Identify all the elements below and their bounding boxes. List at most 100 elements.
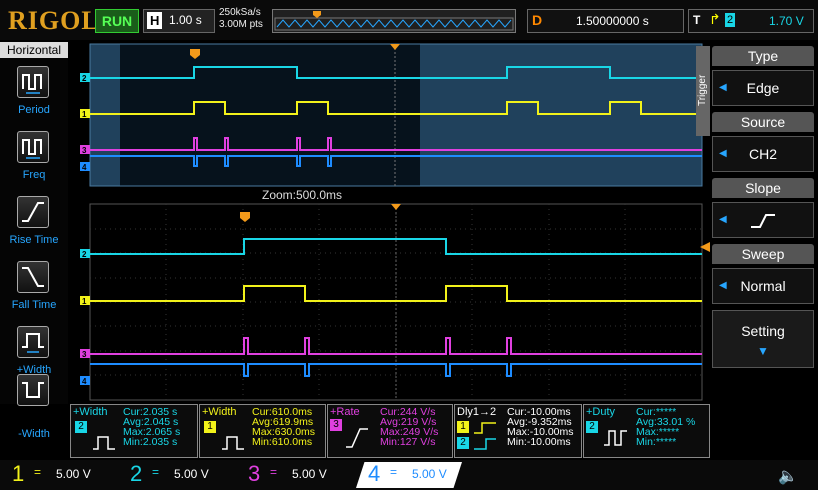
channel-3-status[interactable]: 3 = 5.00 V (248, 461, 348, 488)
memory-depth: 3.00M pts (219, 19, 263, 30)
svg-text:1: 1 (82, 110, 87, 119)
rise-time-label: Rise Time (9, 234, 59, 246)
acquisition-info: 250kSa/s 3.00M pts (219, 7, 263, 31)
measurement-current: Cur:2.035 s (123, 406, 178, 418)
memory-overview-strip[interactable] (272, 9, 516, 33)
trigger-source-button[interactable]: ◀ CH2 (712, 136, 814, 172)
trigger-menu-tab[interactable]: Trigger (696, 46, 710, 136)
dc-coupling-icon: = (270, 465, 278, 479)
rising-edge-icon: ↱ (709, 11, 721, 27)
channel-2-status[interactable]: 2 = 5.00 V (130, 461, 230, 488)
rigol-logo: RIGOL (8, 6, 100, 35)
svg-text:2: 2 (82, 250, 87, 259)
trigger-sweep-value: Normal (740, 278, 786, 294)
period-icon (17, 66, 49, 98)
timebase-value: 1.00 s (169, 13, 202, 27)
channel-4-status[interactable]: 4 = 5.00 V (356, 462, 462, 488)
slope-title: Slope (712, 178, 814, 198)
negative-width-label: -Width (18, 428, 50, 440)
channel-badge: 1 (457, 421, 469, 433)
frequency-icon (17, 131, 49, 163)
channel-badge: 3 (330, 419, 342, 431)
trigger-level-marker (700, 242, 710, 252)
svg-text:3: 3 (82, 350, 87, 359)
measurement-current: Cur:***** (636, 406, 677, 418)
left-arrow-icon: ◀ (719, 82, 727, 93)
trigger-source-value: CH2 (748, 146, 777, 162)
trigger-sweep-button[interactable]: ◀ Normal (712, 268, 814, 304)
measurement-average: Avg:619.9ms (252, 416, 314, 428)
measure-positive-width-button[interactable]: +Width (0, 320, 68, 384)
measurement-name: +Width (73, 406, 108, 418)
channel-number: 3 (248, 461, 261, 486)
measurement-ch1-positive-width[interactable]: +Width 1 Cur:610.0ms Avg:619.9ms Max:630… (199, 404, 326, 458)
svg-text:2: 2 (82, 74, 87, 83)
zoom-ch2-trace (90, 238, 702, 255)
rise-rate-icon (346, 428, 368, 448)
period-label: Period (18, 104, 50, 116)
measurement-name: +Rate (330, 406, 360, 418)
dc-coupling-icon: = (390, 465, 398, 479)
measurement-average: Avg:-9.352ms (507, 416, 572, 428)
trigger-slope-button[interactable]: ◀ (712, 202, 814, 238)
channel-number: 4 (368, 461, 381, 486)
delay-value: 1.50000000 s (576, 14, 649, 28)
measurement-min: Min:127 V/s (380, 436, 436, 448)
measurement-current: Cur:-10.00ms (507, 406, 571, 418)
measurement-delay-1-2[interactable]: Dly1→2 1 2 Cur:-10.00ms Avg:-9.352ms Max… (454, 404, 582, 458)
zoom-trigger-position-marker (391, 204, 401, 210)
measurement-name: +Duty (586, 406, 616, 418)
trigger-status[interactable]: T ↱ 2 1.70 V (688, 9, 814, 33)
trigger-type-value: Edge (746, 80, 780, 96)
zoom-label: Zoom:500.0ms (262, 188, 343, 202)
channel-scale: 5.00 V (174, 467, 209, 481)
channel-status-bar: 1 = 5.00 V 2 = 5.00 V 3 = 5.00 V 4 = 5.0… (0, 460, 818, 490)
trigger-type-button[interactable]: ◀ Edge (712, 70, 814, 106)
rising-slope-icon (751, 214, 775, 229)
svg-text:3: 3 (82, 146, 87, 155)
horizontal-key: H (147, 12, 163, 29)
measure-rise-time-button[interactable]: Rise Time (0, 190, 68, 254)
measure-fall-time-button[interactable]: Fall Time (0, 255, 68, 319)
speaker-icon[interactable]: 🔈 (778, 468, 798, 485)
svg-text:4: 4 (82, 163, 87, 172)
measurement-ch2-positive-duty[interactable]: +Duty 2 Cur:***** Avg:33.01 % Max:***** … (583, 404, 710, 458)
type-title: Type (712, 46, 814, 66)
waveform-display[interactable]: 2 1 3 4 2 1 3 4 Zoom:500.0ms (70, 42, 710, 404)
overview-ch1-trace (90, 101, 702, 115)
run-stop-status[interactable]: RUN (95, 9, 139, 33)
measurement-min: Min:2.035 s (123, 436, 178, 448)
measurement-max: Max:-10.00ms (507, 426, 574, 438)
zoom-ch4-trace (90, 363, 702, 377)
duty-cycle-icon (604, 430, 627, 446)
measure-negative-width-button[interactable] (0, 374, 68, 406)
trigger-level: 1.70 V (769, 14, 804, 28)
measure-frequency-button[interactable]: Freq (0, 125, 68, 189)
trigger-setting-button[interactable]: Setting ▼ (712, 310, 814, 368)
measurement-max: Max:2.065 s (123, 426, 181, 438)
delay-position[interactable]: D 1.50000000 s (527, 9, 684, 33)
measurement-ch2-positive-width[interactable]: +Width 2 Cur:2.035 s Avg:2.045 s Max:2.0… (70, 404, 198, 458)
measurement-ch3-positive-rate[interactable]: +Rate 3 Cur:244 V/s Avg:219 V/s Max:249 … (327, 404, 453, 458)
down-arrow-icon: ▼ (757, 344, 769, 358)
menu-title: Horizontal (0, 42, 68, 58)
horizontal-timebase[interactable]: H 1.00 s (143, 9, 215, 33)
measurement-average: Avg:33.01 % (636, 416, 696, 428)
channel-1-status[interactable]: 1 = 5.00 V (12, 461, 112, 488)
negative-width-icon (17, 374, 49, 406)
left-arrow-icon: ◀ (719, 280, 727, 291)
channel-badge: 2 (75, 421, 87, 433)
overview-ch2-trace (90, 66, 702, 79)
channel-scale: 5.00 V (412, 467, 447, 481)
dc-coupling-icon: = (152, 465, 160, 479)
zoom-ch3-trace (90, 337, 702, 355)
positive-width-icon (17, 326, 49, 358)
left-arrow-icon: ◀ (719, 214, 727, 225)
channel-number: 1 (12, 461, 25, 486)
fall-time-label: Fall Time (11, 299, 57, 311)
measurement-average: Avg:219 V/s (380, 416, 437, 428)
measure-period-button[interactable]: Period (0, 60, 68, 124)
channel-number: 2 (130, 461, 143, 486)
positive-width-label: +Width (16, 364, 52, 376)
measurement-average: Avg:2.045 s (123, 416, 179, 428)
